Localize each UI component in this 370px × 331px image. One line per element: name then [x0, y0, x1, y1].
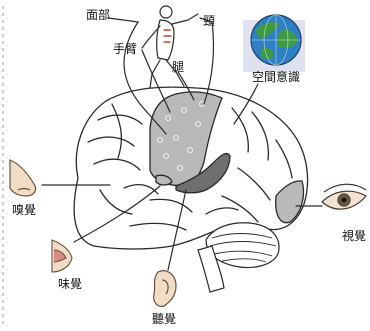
ear-icon [154, 271, 176, 307]
neck-label: 頸 [203, 14, 215, 28]
taste-label: 味覺 [58, 277, 82, 291]
nose-icon [10, 160, 36, 196]
hearing-label: 聽覺 [152, 312, 176, 326]
arm-label: 手臂 [113, 42, 137, 56]
leg-label: 腿 [172, 60, 184, 74]
face-label: 面部 [86, 8, 110, 22]
globe-icon [243, 15, 305, 72]
vision-label: 視覺 [342, 229, 366, 243]
spatial-label: 空間意識 [252, 70, 300, 84]
eye-icon [322, 184, 366, 209]
smell-label: 嗅覺 [12, 203, 36, 217]
runner-figure [142, 6, 198, 88]
brain [74, 87, 307, 249]
mouth-icon [52, 240, 72, 272]
